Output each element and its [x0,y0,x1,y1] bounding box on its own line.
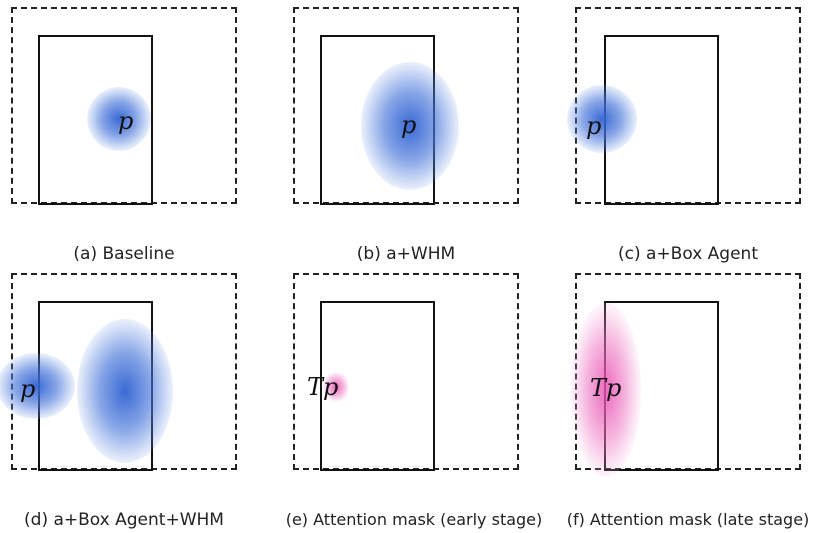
point-label: p [20,375,36,403]
panel-c: p [567,7,801,205]
panel-b: p [293,7,519,205]
attention-blob-left [0,353,75,419]
caption-c: (c) a+Box Agent [617,244,758,264]
inner-box [38,35,153,205]
point-label: p [401,111,417,139]
attention-blob [323,372,349,402]
inner-box [320,301,435,471]
panel-d: p [0,273,237,471]
caption-e: (e) Attention mask (early stage) [285,510,543,529]
point-label: Tp [590,374,622,402]
point-label: p [118,107,134,135]
attention-blob [567,85,637,153]
panel-a: p [11,7,237,205]
attention-blob [87,87,151,151]
caption-f: (f) Attention mask (late stage) [566,510,810,529]
panel-e: Tp [293,273,519,471]
caption-b: (b) a+WHM [356,244,456,264]
attention-blob-center [77,319,173,463]
panel-f: Tp [571,273,801,477]
caption-a: (a) Baseline [73,244,175,264]
caption-d: (d) a+Box Agent+WHM [24,510,224,530]
point-label: Tp [307,373,339,401]
point-label: p [586,112,602,140]
attention-blob [571,303,641,477]
attention-blob [361,62,459,190]
